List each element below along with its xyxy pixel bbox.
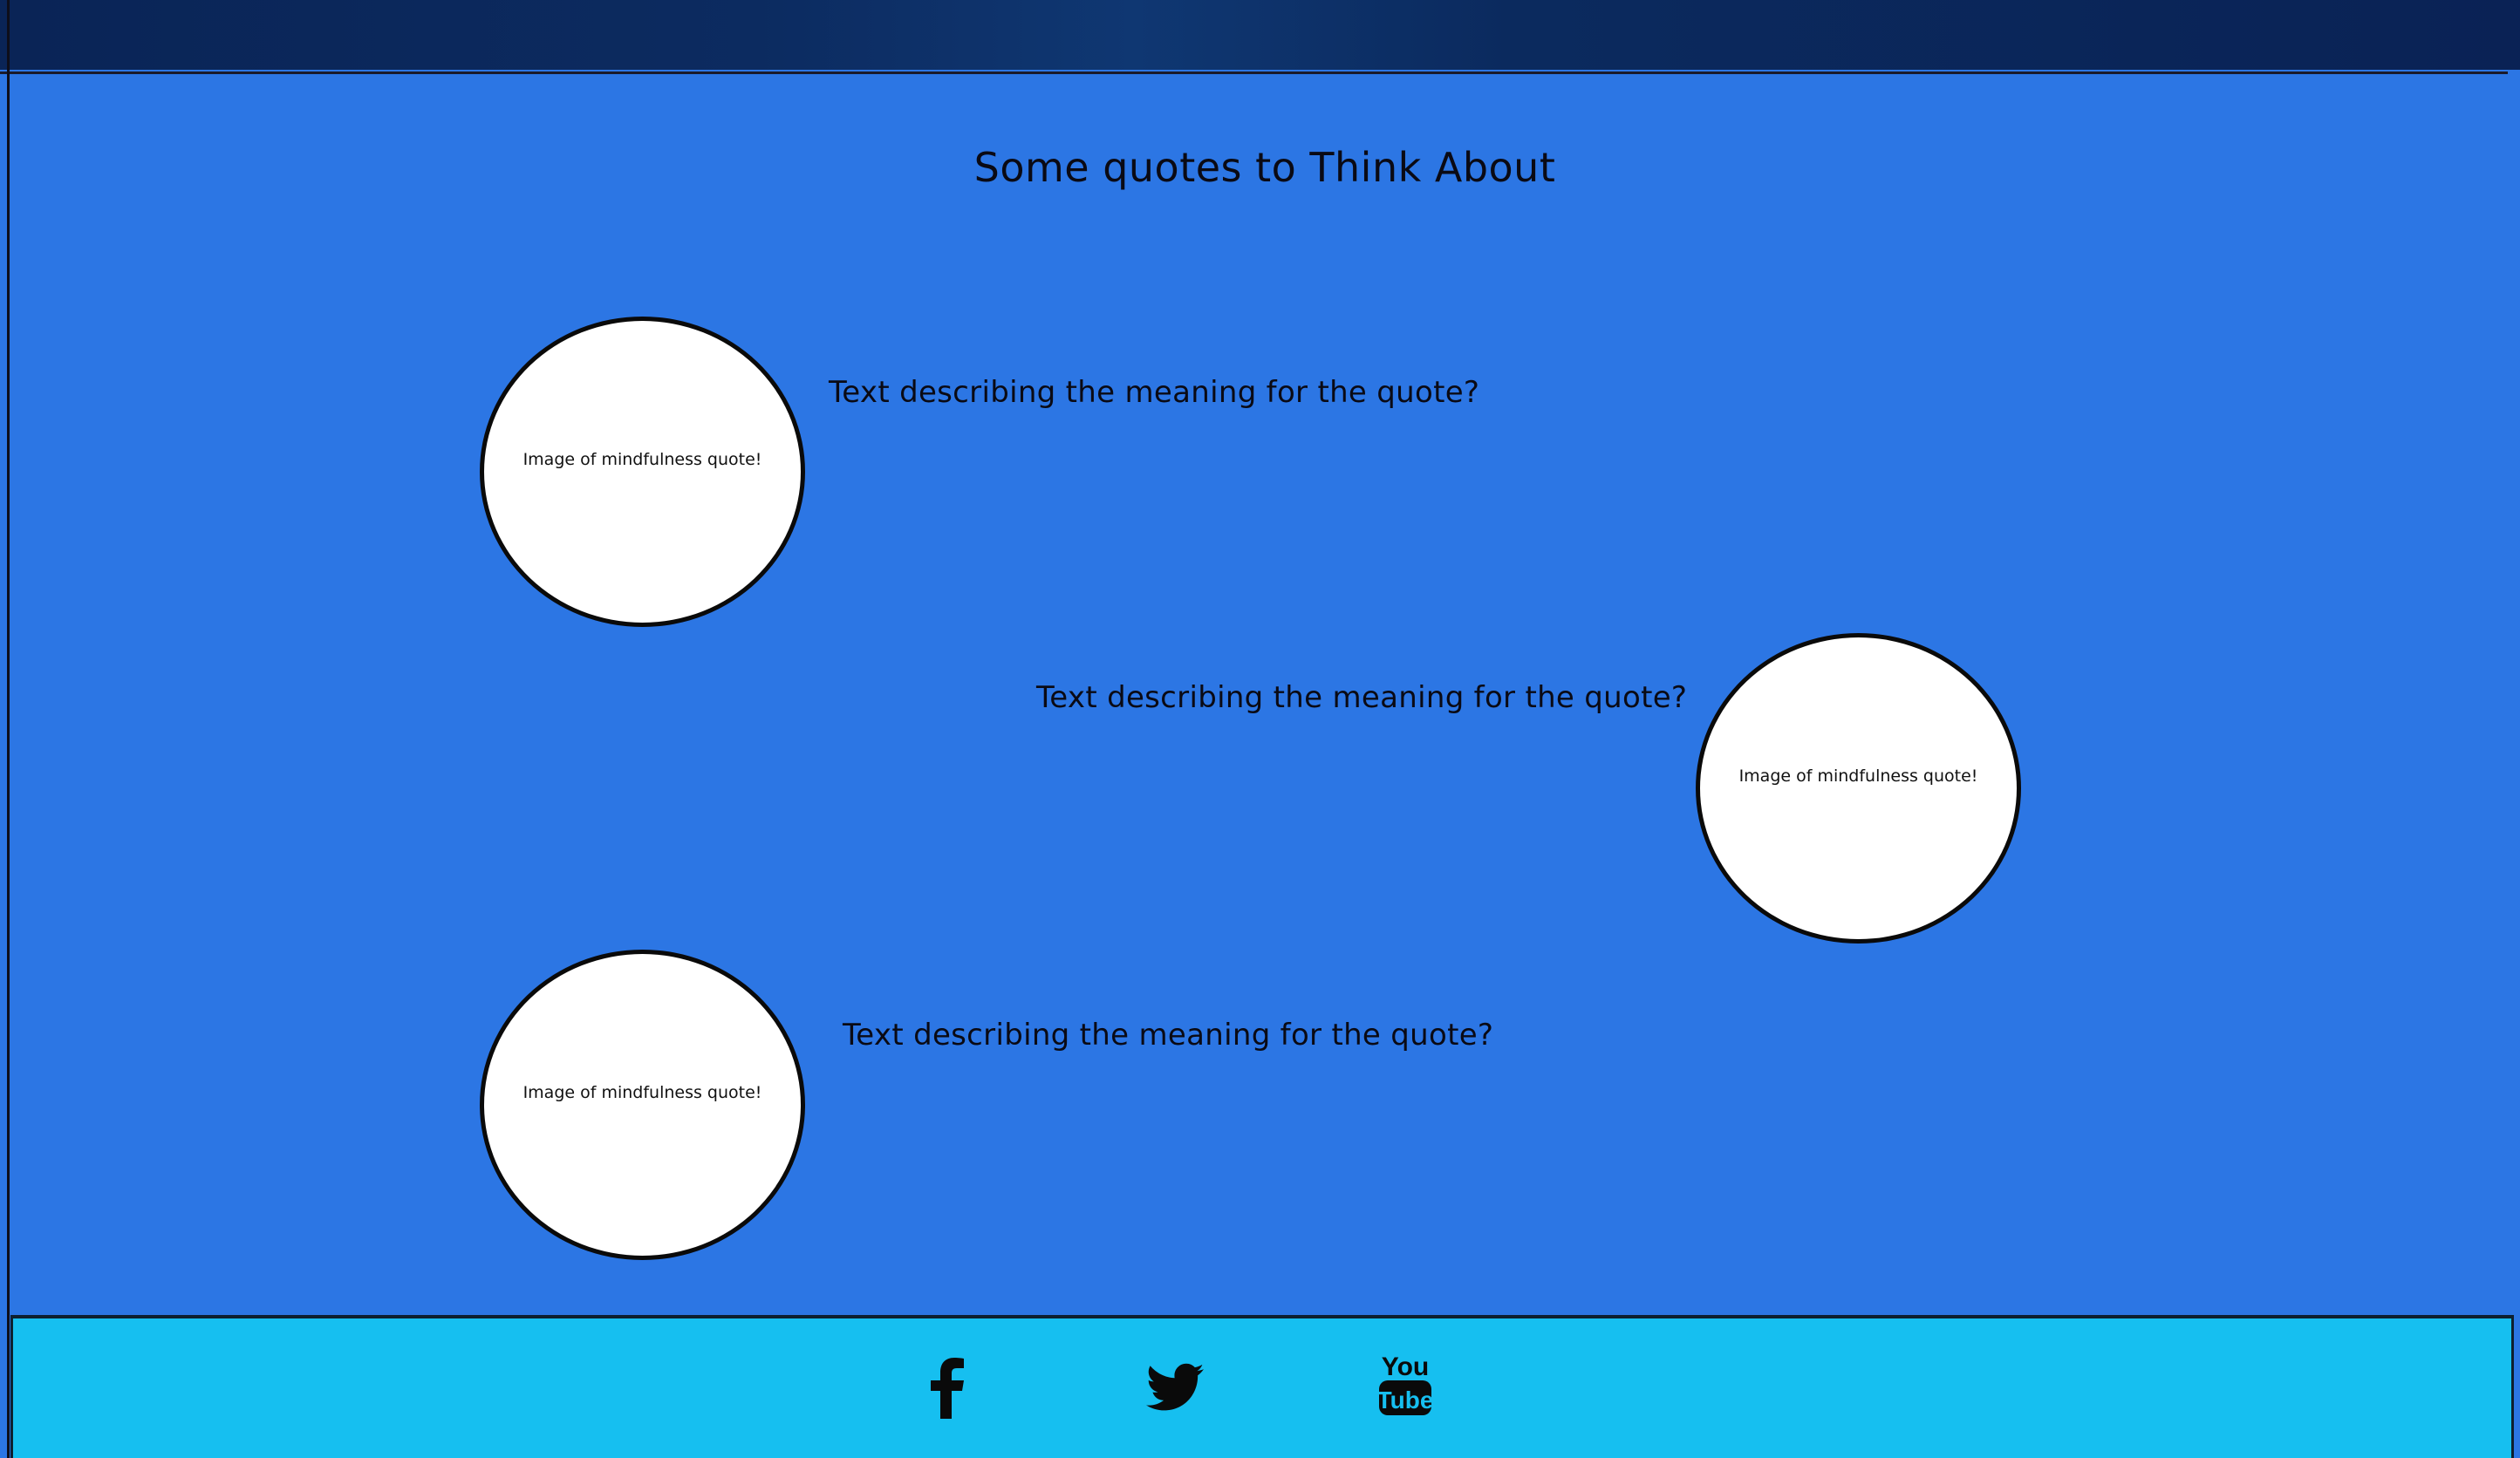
svg-text:You: You [1382,1352,1429,1381]
quote-image-label: Image of mindfulness quote! [522,450,762,469]
quote-image-1[interactable]: Image of mindfulness quote! [480,317,805,627]
quote-text-1: Text describing the meaning for the quot… [829,375,1480,410]
svg-text:Tube: Tube [1377,1386,1433,1414]
footer: You Tube [10,1315,2514,1458]
quote-text-3: Text describing the meaning for the quot… [843,1018,1494,1053]
left-border [7,0,10,1458]
quote-image-label: Image of mindfulness quote! [522,1083,762,1102]
youtube-link[interactable]: You Tube [1370,1345,1440,1423]
quote-image-2[interactable]: Image of mindfulness quote! [1696,633,2021,944]
youtube-icon: You Tube [1377,1352,1433,1415]
main-content: Some quotes to Think About Image of mind… [9,74,2520,1312]
page-title: Some quotes to Think About [973,144,1556,191]
header-banner [0,0,2520,70]
header-divider [0,72,2508,74]
facebook-icon [931,1358,964,1419]
twitter-link[interactable] [1140,1357,1210,1418]
quote-image-label: Image of mindfulness quote! [1738,766,1978,786]
quote-image-3[interactable]: Image of mindfulness quote! [480,950,805,1260]
quote-text-2: Text describing the meaning for the quot… [1036,680,1688,715]
facebook-link[interactable] [920,1353,973,1423]
twitter-icon [1146,1363,1204,1411]
